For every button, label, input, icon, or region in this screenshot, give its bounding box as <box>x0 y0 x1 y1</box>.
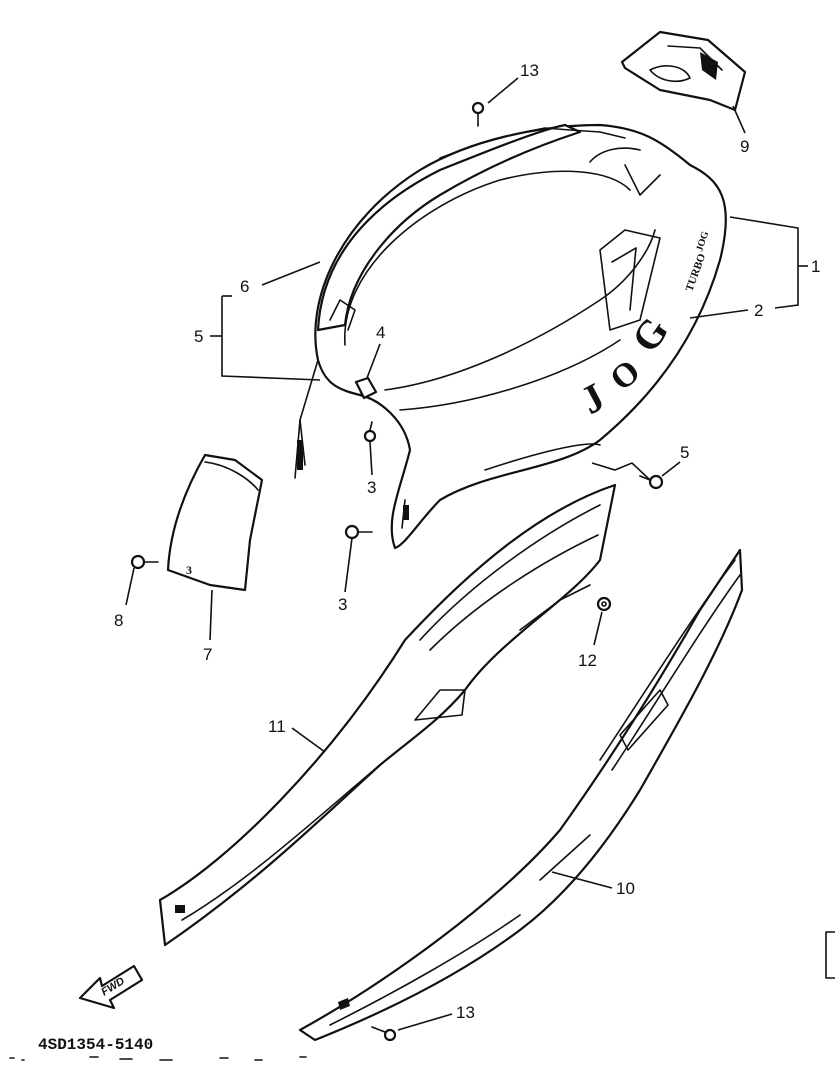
part-4-clip[interactable] <box>354 376 378 400</box>
part-7-side-lid[interactable]: 3 <box>166 453 264 592</box>
part-6-inner-cover[interactable] <box>316 123 626 332</box>
callout-12: 12 <box>578 651 597 670</box>
leader-4 <box>366 343 381 379</box>
svg-text:3: 3 <box>186 563 192 577</box>
leader-13-bottom <box>397 1013 453 1031</box>
callout-1: 1 <box>811 257 820 276</box>
screw-5[interactable] <box>639 474 664 490</box>
drawing-code: 4SD1354-5140 <box>38 1036 153 1054</box>
callout-5-right: 5 <box>680 443 689 462</box>
leader-5-right <box>591 462 651 481</box>
callout-5-left: 5 <box>194 327 203 346</box>
edge-bracket-fragment <box>825 931 835 979</box>
leader-12 <box>593 611 603 646</box>
nut-12[interactable] <box>596 596 612 612</box>
screw-13-top[interactable] <box>471 101 485 127</box>
bracket-5-left <box>221 296 321 381</box>
part-9-rear-top-cover[interactable] <box>620 30 747 112</box>
leader-7 <box>209 589 213 641</box>
leader-3-upper <box>369 441 373 476</box>
screw-13-bottom[interactable] <box>371 1026 397 1042</box>
leader-13-top <box>487 77 519 104</box>
leader-6 <box>261 261 321 286</box>
leader-11 <box>291 727 326 753</box>
callout-10: 10 <box>616 879 635 898</box>
callout-9: 9 <box>740 137 749 156</box>
screw-8[interactable] <box>130 554 159 570</box>
leader-5-right-label <box>661 461 681 477</box>
fwd-arrow: FWD <box>78 964 144 1010</box>
callout-4: 4 <box>376 323 385 342</box>
leader-3-lower <box>344 537 353 593</box>
leader-8 <box>125 567 135 606</box>
callout-7: 7 <box>203 645 212 664</box>
callout-11: 11 <box>268 717 286 736</box>
callout-13-bottom: 13 <box>456 1003 475 1022</box>
callout-2: 2 <box>754 301 763 320</box>
leader-2 <box>689 309 749 319</box>
scan-artifacts <box>9 1056 307 1061</box>
leader-9 <box>732 105 746 134</box>
part-11-side-rail-cover[interactable] <box>158 483 617 947</box>
callout-3-lower: 3 <box>338 595 347 614</box>
leader-10 <box>551 871 613 889</box>
part-2-body-cover[interactable]: J O G TURBO JOG <box>294 123 727 550</box>
screw-3-lower[interactable] <box>344 524 373 540</box>
callout-3-upper: 3 <box>367 478 376 497</box>
screw-3-upper[interactable] <box>363 421 377 443</box>
callout-8: 8 <box>114 611 123 630</box>
part-10-step-side-cover[interactable] <box>298 548 744 1042</box>
bracket-1 <box>729 216 799 309</box>
callout-13-top: 13 <box>520 61 539 80</box>
callout-6: 6 <box>240 277 249 296</box>
